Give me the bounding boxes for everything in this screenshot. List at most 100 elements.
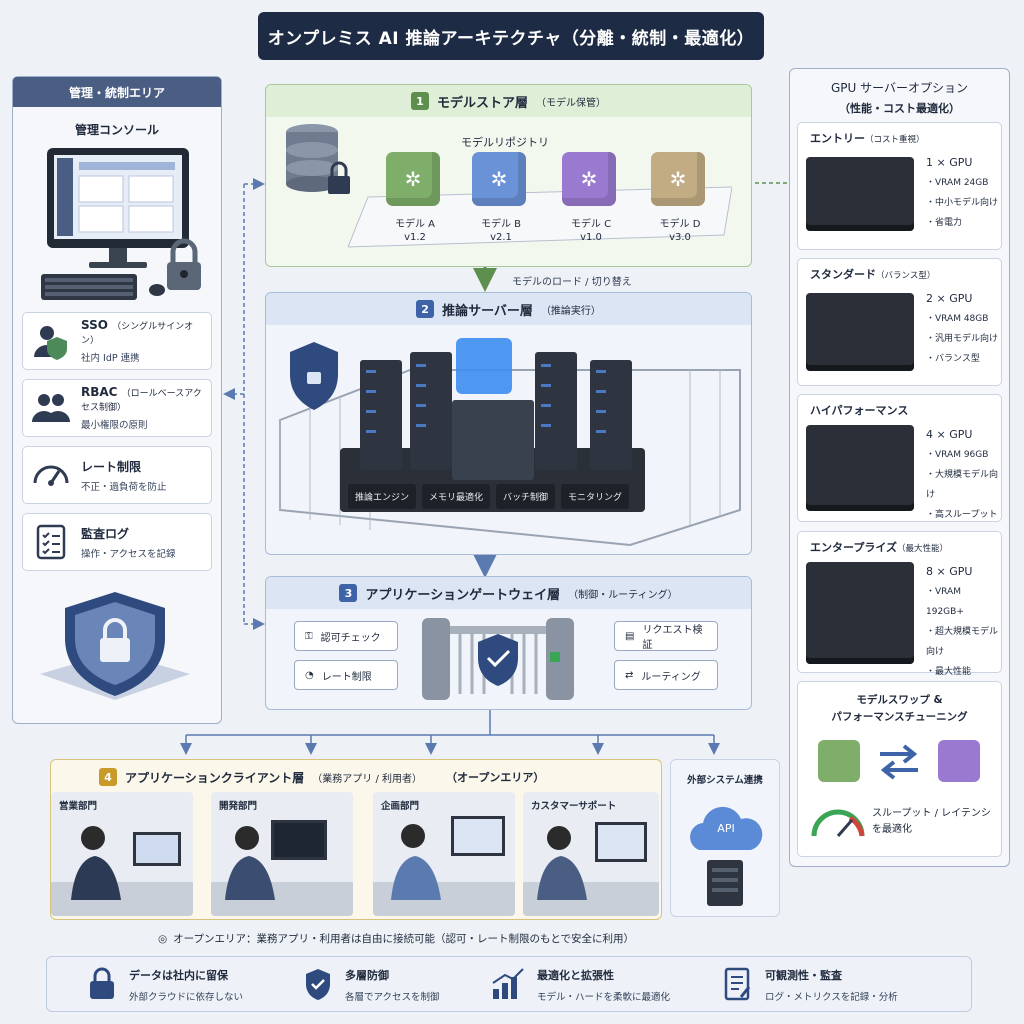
gpu-enterprise-name: エンタープライズ	[810, 541, 898, 554]
worker-monitor-icon	[211, 820, 353, 916]
summary-1-desc: 外部クラウドに依存しない	[129, 992, 244, 1003]
gpu-high-server-icon	[806, 425, 914, 511]
rbac-sub: （ロールベースアクセス制御）	[81, 389, 202, 413]
gauge-small-icon: ◔	[305, 669, 314, 681]
gpu-enterprise-count: 8 × GPU	[926, 565, 973, 578]
gpu-high-spec-1: ・VRAM 96GB	[926, 450, 989, 460]
model-swap-card[interactable]: モデルスワップ & パフォーマンスチューニング スループット / レイテンシ を…	[797, 681, 1002, 857]
console-label: 管理コンソール	[74, 123, 159, 137]
summary-data-retention: データは社内に留保外部クラウドに依存しない	[87, 967, 243, 1003]
swap-desc-2: を最適化	[872, 824, 912, 835]
external-label: 外部システム連携	[687, 775, 763, 786]
audit-log-title: 監査ログ	[81, 526, 130, 541]
users-icon	[31, 388, 71, 428]
layer4-number: 4	[99, 768, 117, 786]
gpu-header-sub: （性能・コスト最適化）	[839, 102, 960, 115]
model-a-cube-icon: ✲	[386, 152, 440, 206]
swap-title: モデルスワップ &	[856, 694, 943, 706]
open-area-note: ◎ オープンエリア：業務アプリ・利用者は自由に接続可能（認可・レート制限のもとで…	[158, 931, 634, 946]
globe-icon: ◎	[158, 932, 168, 945]
rate-limit-card[interactable]: レート制限不正・過負荷を防止	[22, 446, 212, 504]
gpu-high-spec-3: ・高スループット	[926, 510, 998, 520]
rbac-card[interactable]: RBAC （ロールベースアクセス制御）最小権限の原則	[22, 379, 212, 437]
gpu-high-name: ハイパフォーマンス	[810, 404, 909, 417]
gpu-option-entry[interactable]: エントリー（コスト重視） 1 × GPU ・VRAM 24GB ・中小モデル向け…	[797, 122, 1002, 250]
gpu-entry-server-icon	[806, 157, 914, 231]
summary-defense: 多層防御各層でアクセスを制御	[303, 967, 440, 1003]
gpu-high-count: 4 × GPU	[926, 428, 973, 441]
throughput-gauge-icon	[811, 809, 865, 837]
swap-desc-1: スループット / レイテンシ	[872, 808, 991, 819]
auth-check-chip[interactable]: ⚿認可チェック	[294, 621, 398, 651]
summary-1-title: データは社内に留保	[129, 969, 228, 982]
model-d-cube-icon: ✲	[651, 152, 705, 206]
summary-observability: 可観測性・監査ログ・メトリクスを記録・分析	[723, 967, 898, 1003]
gpu-option-enterprise[interactable]: エンタープライズ（最大性能） 8 × GPU ・VRAM 192GB+ ・超大規…	[797, 531, 1002, 677]
request-validation-label: リクエスト検証	[642, 625, 703, 651]
routing-chip[interactable]: ⇄ルーティング	[614, 660, 718, 690]
audit-doc-icon	[724, 967, 751, 1001]
audit-log-card[interactable]: 監査ログ操作・アクセスを記録	[22, 513, 212, 571]
summary-3-title: 最適化と拡張性	[537, 969, 614, 982]
gpu-standard-server-icon	[806, 293, 914, 371]
sso-card[interactable]: SSO （シングルサインオン）社内 IdP 連携	[22, 312, 212, 370]
external-integration: 外部システム連携 API	[670, 759, 780, 917]
model-d-version: v3.0	[669, 232, 691, 243]
layer2-sub: （推論実行）	[540, 305, 601, 317]
shield-check-icon	[306, 969, 330, 1000]
admin-panel-header: 管理・統制エリア	[13, 77, 221, 107]
model-b-name: モデル B	[480, 219, 522, 230]
gpu-standard-spec-2: ・汎用モデル向け	[926, 334, 999, 344]
gpu-enterprise-server-icon	[806, 562, 914, 664]
rbac-title: RBAC	[81, 385, 118, 399]
layer2-number: 2	[416, 300, 435, 318]
gpu-enterprise-spec-2: ・超大規模モデル向け	[926, 627, 999, 657]
model-c-name: モデル C	[570, 219, 612, 230]
layer3-title: アプリケーションゲートウェイ層	[365, 587, 561, 603]
client-dev-label: 開発部門	[219, 801, 258, 812]
gpu-option-high-performance[interactable]: ハイパフォーマンス 4 × GPU ・VRAM 96GB ・大規模モデル向け ・…	[797, 394, 1002, 522]
document-icon: ▤	[625, 630, 635, 642]
layer1-number: 1	[410, 92, 429, 110]
lock-icon	[90, 967, 114, 999]
gpu-entry-count: 1 × GPU	[926, 156, 973, 169]
gpu-entry-name: エントリー	[810, 132, 865, 145]
rate-limit-chip[interactable]: ◔レート制限	[294, 660, 398, 690]
external-server-icon	[707, 860, 743, 906]
request-validation-chip[interactable]: ▤ リクエスト検証	[614, 621, 718, 651]
audit-log-desc: 操作・アクセスを記録	[81, 548, 176, 560]
repo-label: モデルリポジトリ	[461, 136, 549, 149]
model-a-version: v1.2	[404, 232, 426, 243]
sso-sub: （シングルサインオン）	[81, 322, 194, 346]
layer4-title: アプリケーションクライアント層	[125, 770, 305, 785]
module-batch-control: バッチ制御	[496, 484, 556, 509]
worker-laptop-icon	[51, 826, 193, 916]
gateway-gate-illustration	[422, 618, 574, 700]
key-icon: ⚿	[305, 630, 313, 642]
api-label: API	[717, 822, 735, 835]
model-c-cube-icon: ✲	[562, 152, 616, 206]
summary-4-desc: ログ・メトリクスを記録・分析	[765, 992, 898, 1003]
layer4-area: （オープンエリア）	[446, 771, 545, 784]
gpu-enterprise-spec-1: ・VRAM 192GB+	[926, 587, 964, 617]
client-planning[interactable]: 企画部門	[373, 792, 515, 916]
gpu-option-standard[interactable]: スタンダード（バランス型） 2 × GPU ・VRAM 48GB ・汎用モデル向…	[797, 258, 1002, 386]
server-cluster-illustration	[279, 338, 741, 547]
cloud-api-icon[interactable]	[671, 794, 781, 864]
gpu-standard-count: 2 × GPU	[926, 292, 973, 305]
client-support-label: カスタマーサポート	[531, 801, 617, 812]
layer4-sub: （業務アプリ / 利用者）	[312, 773, 423, 785]
summary-optimization: 最適化と拡張性モデル・ハードを柔軟に最適化	[491, 967, 670, 1003]
gpu-entry-spec-1: ・VRAM 24GB	[926, 178, 989, 188]
client-support[interactable]: カスタマーサポート	[523, 792, 659, 916]
worker-headset-icon	[523, 822, 659, 916]
client-sales[interactable]: 営業部門	[51, 792, 193, 916]
bottom-summary-bar: データは社内に留保外部クラウドに依存しない 多層防御各層でアクセスを制御 最適化…	[46, 956, 972, 1012]
load-switch-label: モデルのロード / 切り替え	[512, 277, 632, 288]
client-dev[interactable]: 開発部門	[211, 792, 353, 916]
growth-chart-icon	[492, 968, 524, 999]
